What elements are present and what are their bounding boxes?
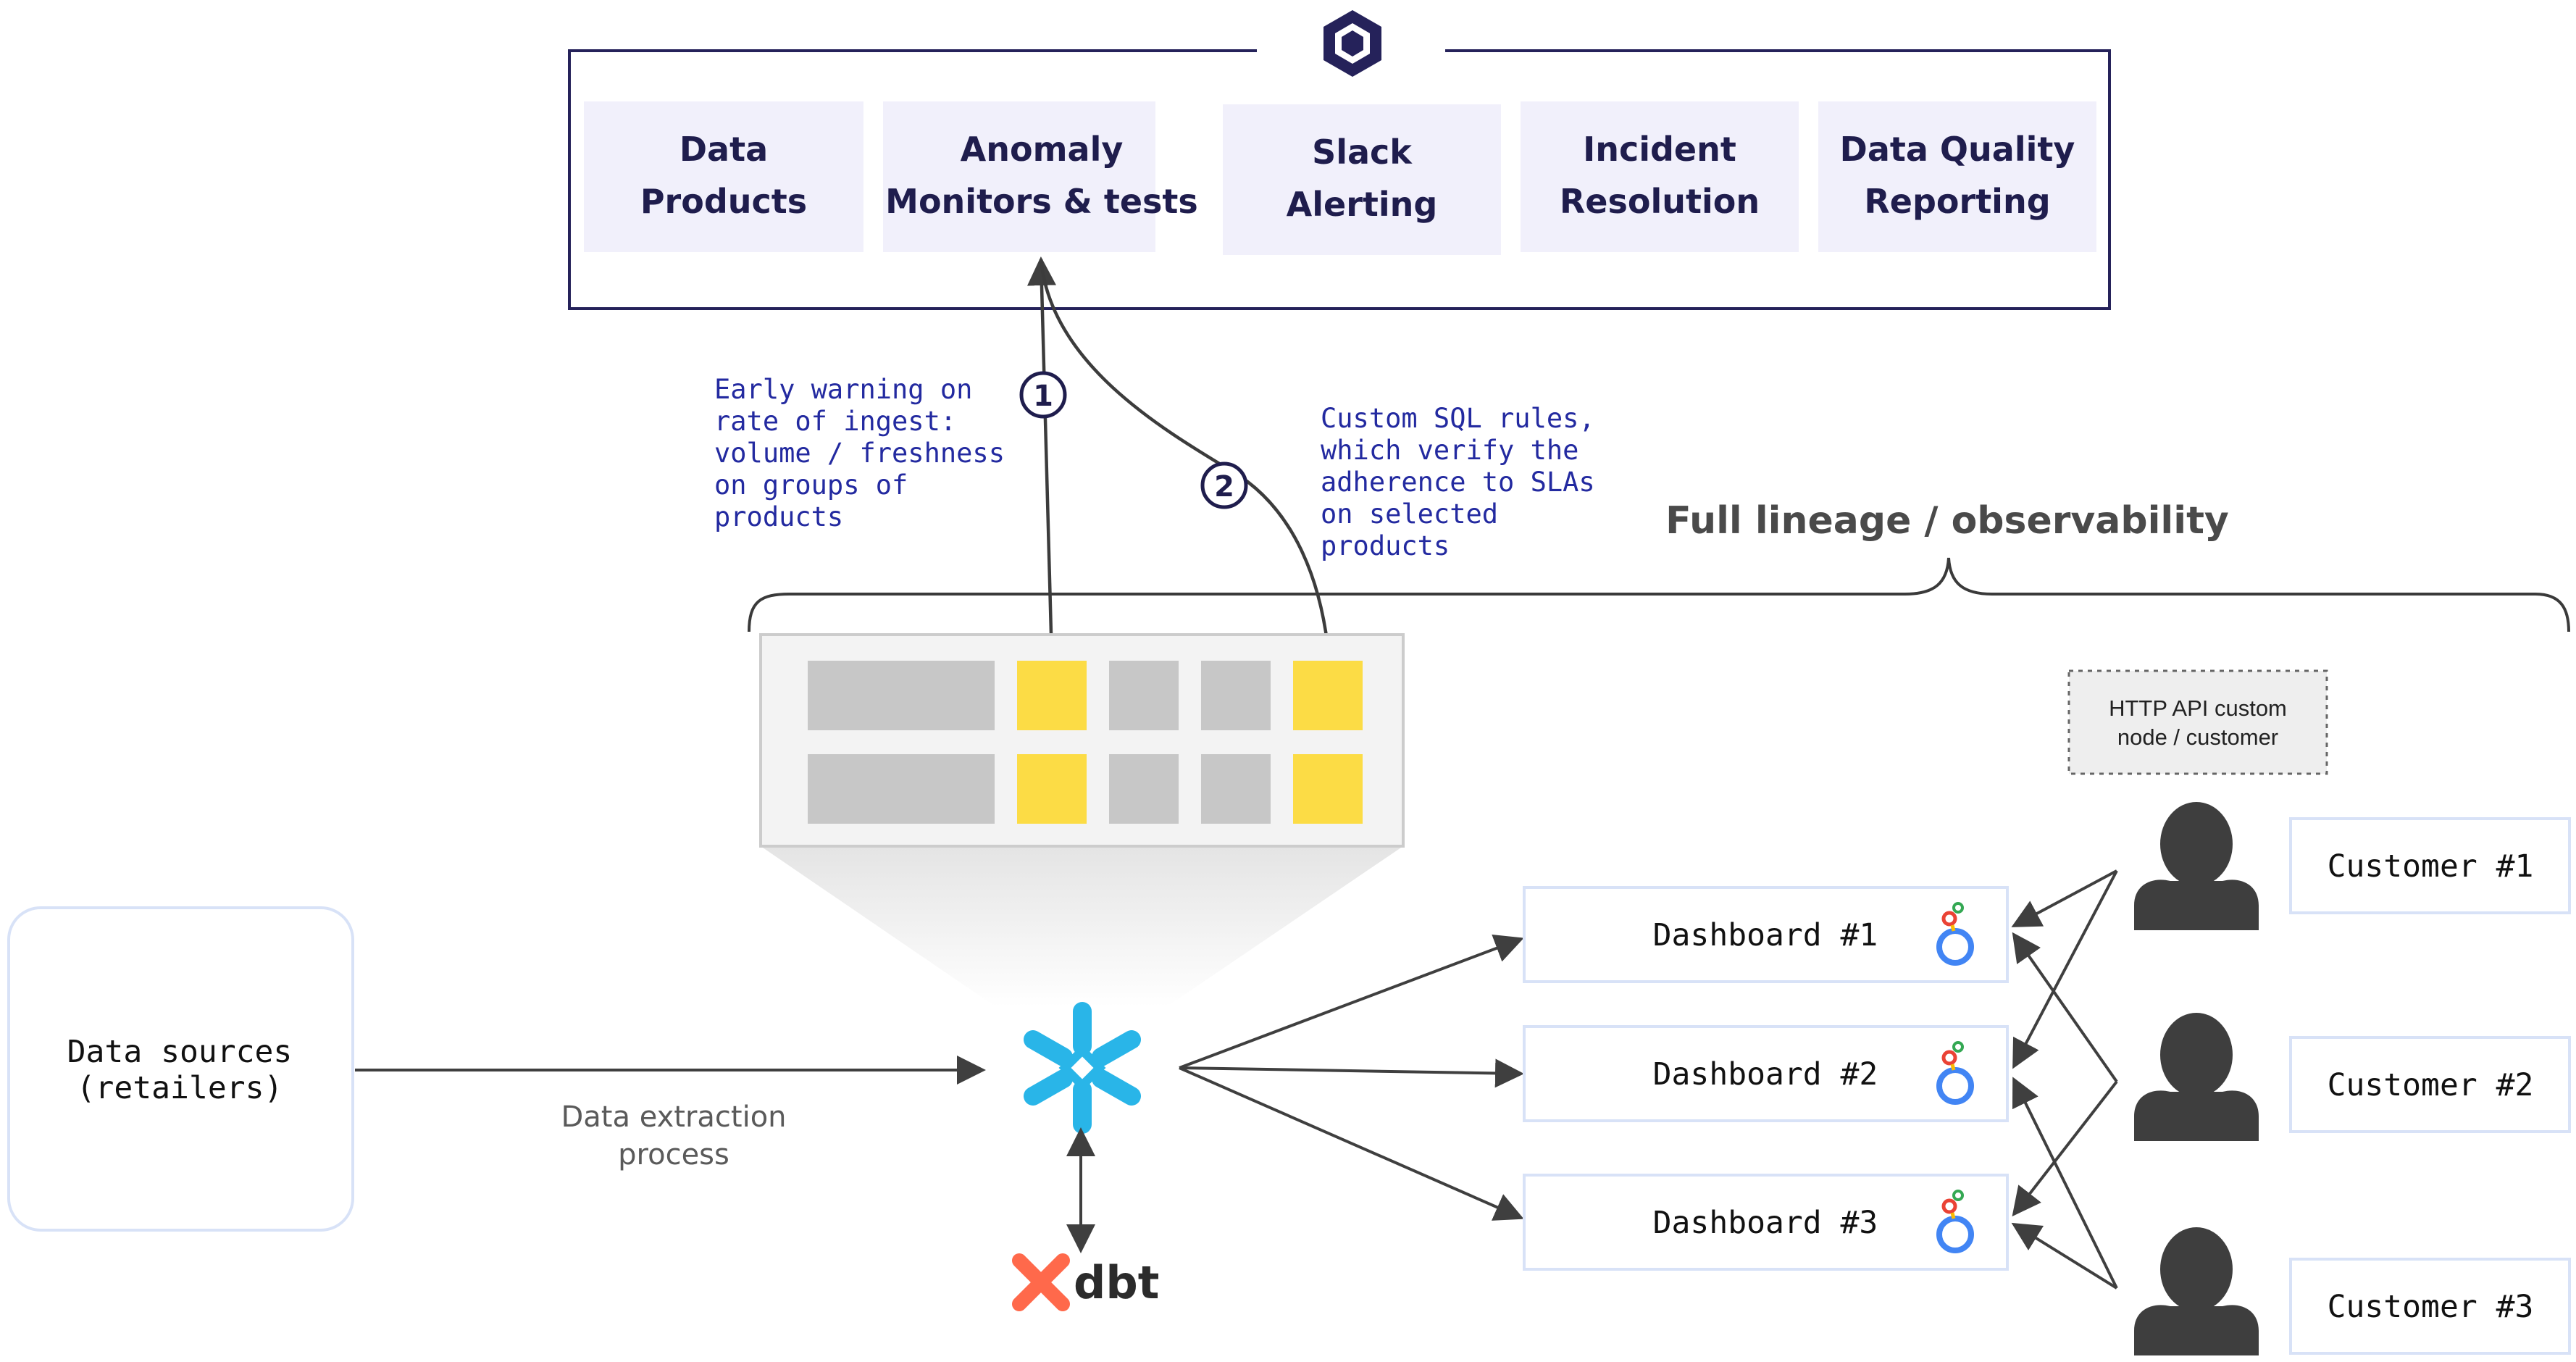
customer-2[interactable]: Customer #2 [2289, 1036, 2571, 1133]
feature-label-line2: Alerting [1287, 185, 1438, 224]
dashboard-label: Dashboard #1 [1653, 917, 1878, 953]
looker-icon [1936, 1190, 1974, 1253]
dbt-icon [1012, 1253, 1070, 1311]
monitor-arrows [1026, 256, 1331, 661]
hexagon-logo-icon [1323, 10, 1381, 77]
badge-1: 1 [1019, 371, 1067, 419]
feature-label-line2: Resolution [1560, 182, 1760, 221]
extraction-label: Data extraction [561, 1100, 786, 1134]
table-zoom [759, 633, 1405, 1007]
table-cell-highlighted [1017, 661, 1087, 730]
note-line: volume / freshness [714, 438, 1005, 469]
dashboard-3[interactable]: Dashboard #3 [1523, 1174, 2009, 1271]
data-sources-label: (retailers) [77, 1070, 283, 1106]
note-line: on selected [1321, 498, 1498, 530]
feature-anomaly-monitors[interactable]: Anomaly Monitors & tests [883, 101, 1198, 252]
table-cell-highlighted [1293, 661, 1363, 730]
note-line: Early warning on [714, 374, 972, 405]
dashboard-label: Dashboard #2 [1653, 1056, 1878, 1092]
feature-label-line2: Products [640, 182, 807, 221]
table-cell-highlighted [1017, 754, 1087, 824]
lineage-label: Full lineage / observability [1665, 499, 2229, 543]
note-line: adherence to SLAs [1321, 467, 1595, 498]
http-api-label: node / customer [2117, 724, 2278, 750]
feature-label-line1: Slack [1312, 133, 1413, 172]
note-custom-sql: Custom SQL rules, which verify the adher… [1321, 403, 1595, 561]
note-line: on groups of [714, 469, 908, 501]
warehouse-to-dashboard-arrows [1179, 934, 1524, 1221]
table-cell [808, 754, 995, 824]
feature-incident-resolution[interactable]: Incident Resolution [1521, 101, 1799, 252]
badge-2: 2 [1200, 461, 1248, 509]
platform-frame [568, 49, 2111, 310]
dashboard-1[interactable]: Dashboard #1 [1523, 886, 2009, 983]
dashboard-label: Dashboard #3 [1653, 1205, 1878, 1241]
note-line: rate of ingest: [714, 406, 956, 437]
feature-label-line2: Reporting [1864, 182, 2050, 221]
badge-1-number: 1 [1033, 380, 1053, 413]
arrow-sql-monitor [1039, 259, 1331, 661]
feature-label-line1: Anomaly [961, 130, 1124, 169]
table-cell [1201, 754, 1271, 824]
looker-icon [1936, 902, 1974, 966]
badge-2-number: 2 [1214, 470, 1234, 504]
feature-label-line1: Incident [1583, 130, 1736, 169]
http-api-label: HTTP API custom [2109, 695, 2287, 721]
lineage-brace [748, 557, 2570, 632]
feature-data-quality-reporting[interactable]: Data Quality Reporting [1818, 101, 2096, 252]
table-cell [1109, 754, 1179, 824]
note-early-warning: Early warning on rate of ingest: volume … [714, 374, 1005, 532]
feature-slack-alerting[interactable]: Slack Alerting [1223, 104, 1501, 255]
looker-icon [1936, 1041, 1974, 1105]
http-api-node[interactable]: HTTP API custom node / customer [2067, 669, 2328, 775]
person-icon [2134, 1013, 2259, 1141]
feature-data-products[interactable]: Data Products [584, 101, 863, 252]
feature-label-line1: Data Quality [1840, 130, 2075, 169]
note-line: Custom SQL rules, [1321, 403, 1595, 434]
table-cell [808, 661, 995, 730]
table-cell-highlighted [1293, 754, 1363, 824]
extraction-label: process [618, 1138, 729, 1171]
customer-to-dashboard-arrows [2011, 869, 2118, 1290]
data-sources-label: Data sources [67, 1034, 293, 1070]
dashboard-2[interactable]: Dashboard #2 [1523, 1025, 2009, 1122]
person-icon [2134, 1227, 2259, 1355]
customer-1[interactable]: Customer #1 [2289, 817, 2571, 914]
person-icon [2134, 802, 2259, 930]
customer-label: Customer #3 [2328, 1289, 2534, 1325]
customer-label: Customer #2 [2328, 1067, 2534, 1103]
feature-label-line1: Data [679, 130, 768, 169]
feature-label-line2: Monitors & tests [885, 182, 1198, 221]
table-cell [1201, 661, 1271, 730]
arrow-volume-monitor [1026, 256, 1056, 661]
customer-label: Customer #1 [2328, 848, 2534, 885]
snowflake-icon [1024, 1002, 1141, 1134]
note-line: which verify the [1321, 435, 1578, 466]
note-line: products [714, 501, 843, 532]
data-sources-node[interactable]: Data sources (retailers) [7, 906, 354, 1232]
dbt-label: dbt [1074, 1256, 1159, 1309]
table-cell [1109, 661, 1179, 730]
customer-3[interactable]: Customer #3 [2289, 1258, 2571, 1355]
note-line: products [1321, 530, 1450, 561]
